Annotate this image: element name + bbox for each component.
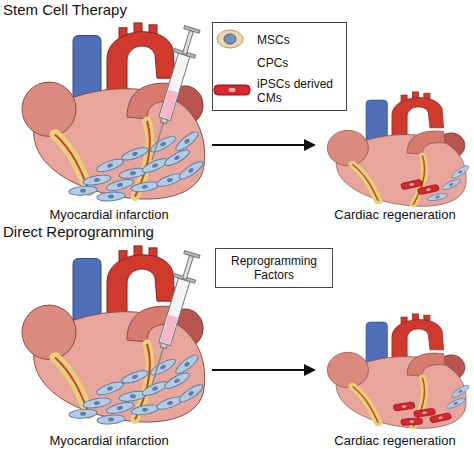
figure-caption: Myocardial infarction <box>8 433 210 448</box>
heart-node: Cardiac regeneration <box>318 116 472 222</box>
box-text: Reprogramming Factors <box>224 254 324 282</box>
flow-arrow <box>212 364 316 376</box>
box-text: MSCs <box>257 33 290 47</box>
section-heading: Direct Reprogramming <box>3 223 154 241</box>
heart-node: Myocardial infarction <box>8 18 210 222</box>
figure-caption: Cardiac regeneration <box>318 207 472 222</box>
section-heading: Stem Cell Therapy <box>3 1 127 19</box>
box-text: iPSCs derived CMs <box>257 77 341 105</box>
cell-type-box: MSCsCPCs iPSCs derived CMs <box>212 22 347 111</box>
figure-caption: Myocardial infarction <box>8 207 210 222</box>
box-text: CPCs <box>257 56 288 70</box>
figure-caption: Cardiac regeneration <box>318 433 472 448</box>
flow-arrow <box>212 139 316 151</box>
heart-node: Myocardial infarction <box>8 241 210 448</box>
factor-box: Reprogramming Factors <box>215 248 333 288</box>
heart-node: Cardiac regeneration <box>318 340 472 448</box>
